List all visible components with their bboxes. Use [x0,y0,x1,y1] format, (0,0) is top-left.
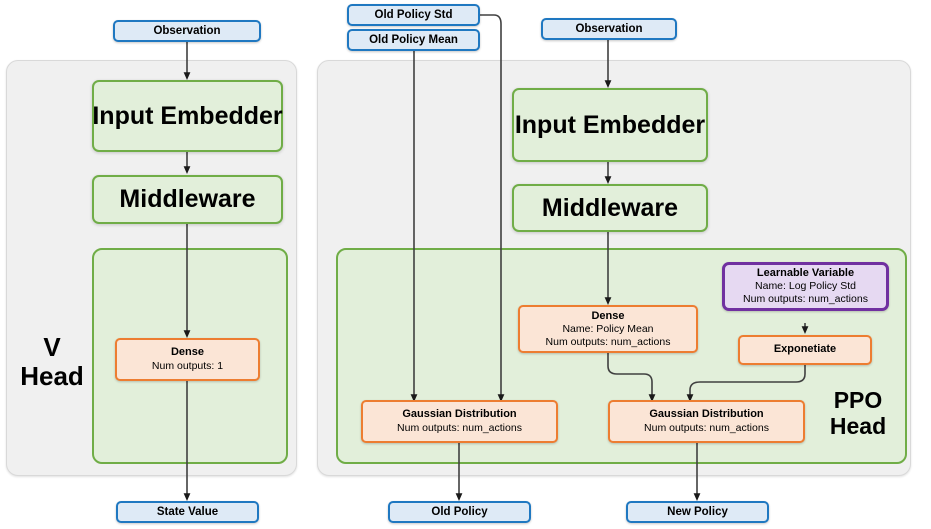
input-observation-ppo[interactable]: Observation [541,18,677,40]
ppo-head-label: PPO Head [816,387,900,440]
input-old-policy-std[interactable]: Old Policy Std [347,4,480,26]
output-old-policy[interactable]: Old Policy [388,501,531,523]
input-old-policy-mean-label: Old Policy Mean [369,33,458,46]
input-observation-ppo-label: Observation [575,22,643,35]
ppo-head-label-line2: Head [829,412,887,439]
v-dense[interactable]: Dense Num outputs: 1 [115,338,260,381]
exponetiate-label: Exponetiate [773,343,837,356]
ppo-dense-title: Dense [591,309,625,322]
v-head-label-line2: Head [20,361,84,392]
ppo-input-embedder[interactable]: Input Embedder [512,88,708,162]
output-old-policy-label: Old Policy [431,505,488,518]
v-input-embedder-label: Input Embedder [92,101,283,130]
v-dense-title: Dense [170,346,205,359]
ppo-head-label-line1: PPO [833,387,883,413]
learnable-variable-title: Learnable Variable [756,267,855,279]
ppo-middleware-label: Middleware [541,193,679,222]
gaussian-old-title: Gaussian Distribution [402,408,517,421]
gaussian-new-title: Gaussian Distribution [649,408,764,421]
learnable-variable-subtitle-1: Name: Log Policy Std [755,280,856,293]
v-head-label-line1: V [43,332,61,362]
v-head-label: V Head [14,332,90,392]
output-new-policy-label: New Policy [667,505,728,518]
learnable-variable-log-policy-std[interactable]: Learnable Variable Name: Log Policy Std … [722,262,889,311]
v-middleware[interactable]: Middleware [92,175,283,224]
gaussian-distribution-old[interactable]: Gaussian Distribution Num outputs: num_a… [361,400,558,443]
input-old-policy-std-label: Old Policy Std [374,8,453,21]
output-state-value-label: State Value [156,505,219,518]
output-new-policy[interactable]: New Policy [626,501,769,523]
input-observation-v-label: Observation [153,24,221,37]
ppo-input-embedder-label: Input Embedder [514,110,706,139]
input-old-policy-mean[interactable]: Old Policy Mean [347,29,480,51]
ppo-dense-subtitle-1: Name: Policy Mean [562,322,654,335]
ppo-dense-policy-mean[interactable]: Dense Name: Policy Mean Num outputs: num… [518,305,698,353]
exponetiate[interactable]: Exponetiate [738,335,872,365]
input-observation-v[interactable]: Observation [113,20,261,42]
ppo-middleware[interactable]: Middleware [512,184,708,232]
v-middleware-label: Middleware [119,185,256,214]
gaussian-old-subtitle: Num outputs: num_actions [397,421,522,434]
output-state-value[interactable]: State Value [116,501,259,523]
gaussian-new-subtitle: Num outputs: num_actions [644,421,769,434]
gaussian-distribution-new[interactable]: Gaussian Distribution Num outputs: num_a… [608,400,805,443]
learnable-variable-subtitle-2: Num outputs: num_actions [743,293,868,306]
ppo-dense-subtitle-2: Num outputs: num_actions [545,335,671,348]
v-input-embedder[interactable]: Input Embedder [92,80,283,152]
v-dense-subtitle: Num outputs: 1 [151,359,224,372]
